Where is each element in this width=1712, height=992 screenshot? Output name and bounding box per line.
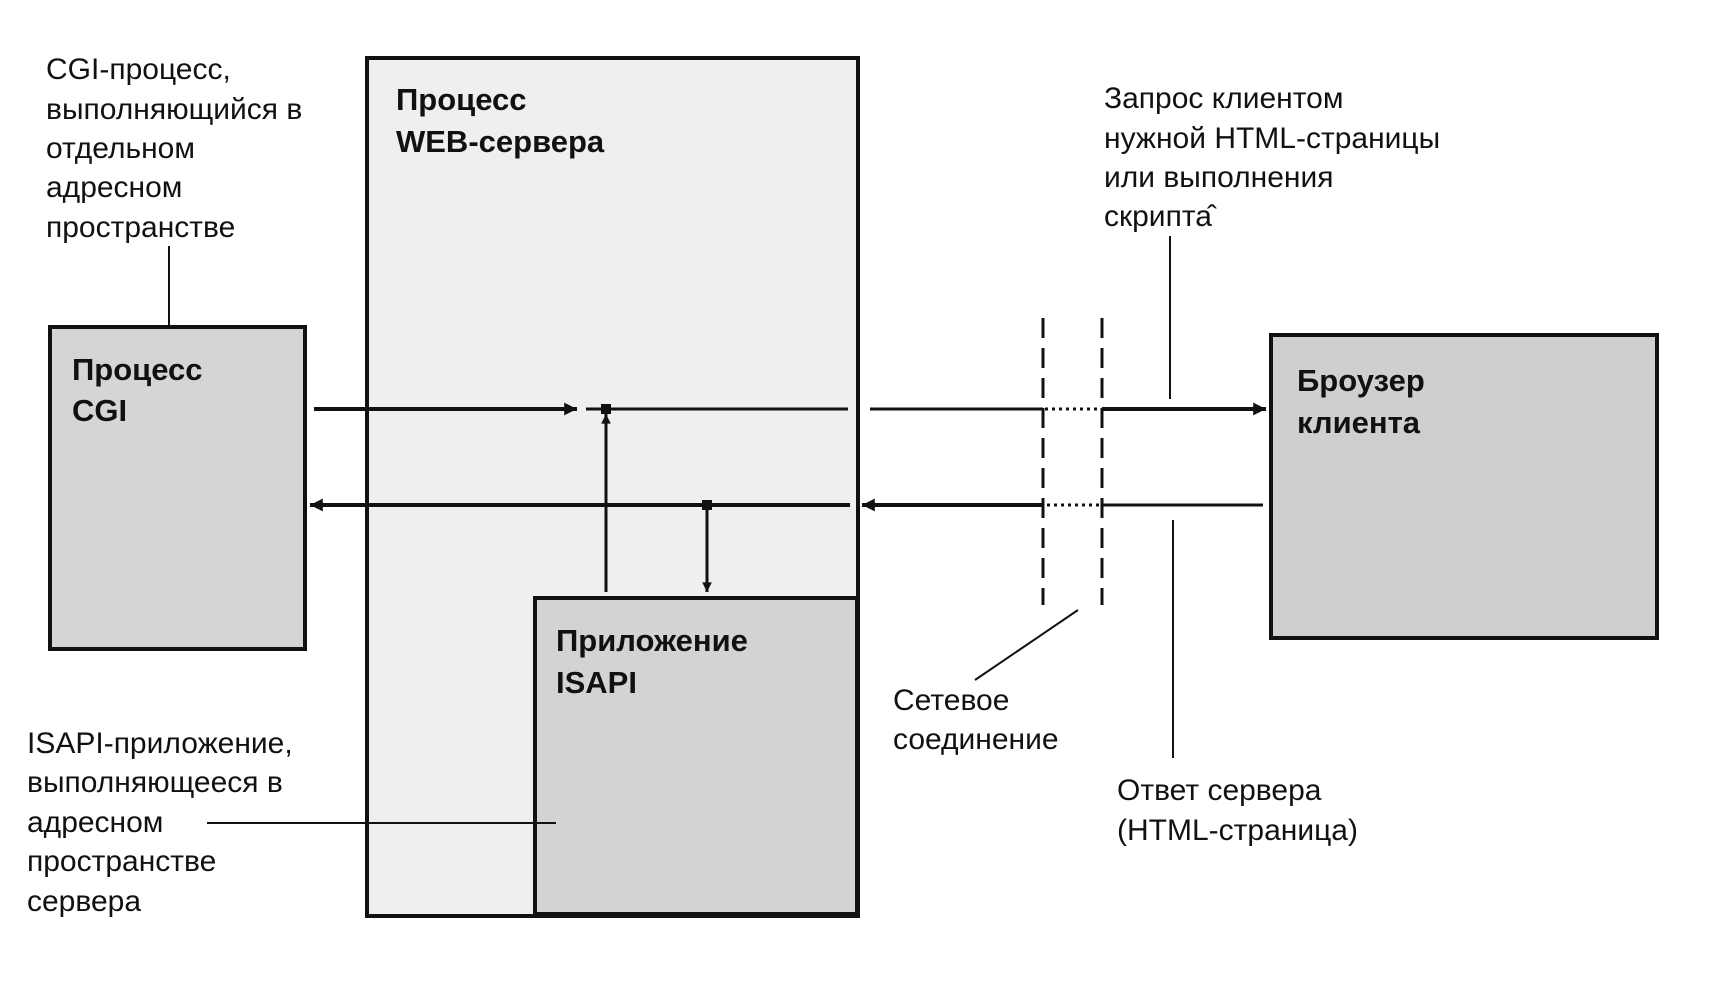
isapi-application-label: Приложение ISAPI — [556, 623, 757, 700]
response-note-line-2: (HTML-страница) — [1117, 814, 1358, 847]
client-browser-label: Броузер клиента — [1297, 363, 1433, 440]
server-response-note: Ответ сервера (HTML-страница) — [1117, 774, 1358, 847]
upper-junction-dot — [601, 404, 611, 414]
cgi-note-line-3: отдельном — [46, 132, 195, 165]
cgi-process-box — [48, 325, 307, 651]
browser-label-line-2: клиента — [1297, 405, 1421, 440]
request-note-line-4: скрипта̂ — [1104, 200, 1217, 233]
isapi-note-line-5: сервера — [27, 885, 141, 918]
web-server-process-label: Процесс WEB-сервера — [396, 82, 605, 159]
isapi-note-line-2: выполняющееся в — [27, 766, 283, 799]
cgi-process-note: CGI-процесс, выполняющийся в отдельном а… — [46, 53, 311, 244]
cgi-label-line-1: Процесс — [72, 352, 203, 387]
lower-junction-dot — [702, 500, 712, 510]
cgi-note-line-1: CGI-процесс, — [46, 53, 231, 86]
network-connection-note: Сетевое соединение — [893, 684, 1059, 756]
isapi-label-line-2: ISAPI — [556, 665, 637, 700]
isapi-label-line-1: Приложение — [556, 623, 748, 658]
request-note-line-1: Запрос клиентом — [1104, 82, 1343, 115]
cgi-label-line-2: CGI — [72, 393, 127, 428]
cgi-note-line-5: пространстве — [46, 211, 235, 244]
cgi-note-line-4: адресном — [46, 171, 182, 204]
browser-label-line-1: Броузер — [1297, 363, 1425, 398]
isapi-note-line-1: ISAPI-приложение, — [27, 727, 293, 760]
web-server-label-line-2: WEB-сервера — [396, 124, 605, 159]
client-request-note: Запрос клиентом нужной HTML-страницы или… — [1104, 82, 1449, 233]
isapi-note-line-3: адресном — [27, 806, 163, 839]
request-note-line-2: нужной HTML-страницы — [1104, 122, 1440, 155]
network-note-leader — [974, 609, 1079, 681]
request-note-line-3: или выполнения — [1104, 161, 1333, 194]
cgi-process-label: Процесс CGI — [72, 352, 211, 428]
cgi-note-line-2: выполняющийся в — [46, 93, 302, 126]
isapi-application-box — [533, 596, 859, 916]
network-note-line-2: соединение — [893, 723, 1059, 756]
network-note-line-1: Сетевое — [893, 684, 1009, 717]
isapi-application-note: ISAPI-приложение, выполняющееся в адресн… — [27, 727, 301, 918]
web-server-label-line-1: Процесс — [396, 82, 527, 117]
response-note-line-1: Ответ сервера — [1117, 774, 1322, 807]
isapi-note-line-4: пространстве — [27, 845, 216, 878]
client-browser-box — [1269, 333, 1659, 640]
